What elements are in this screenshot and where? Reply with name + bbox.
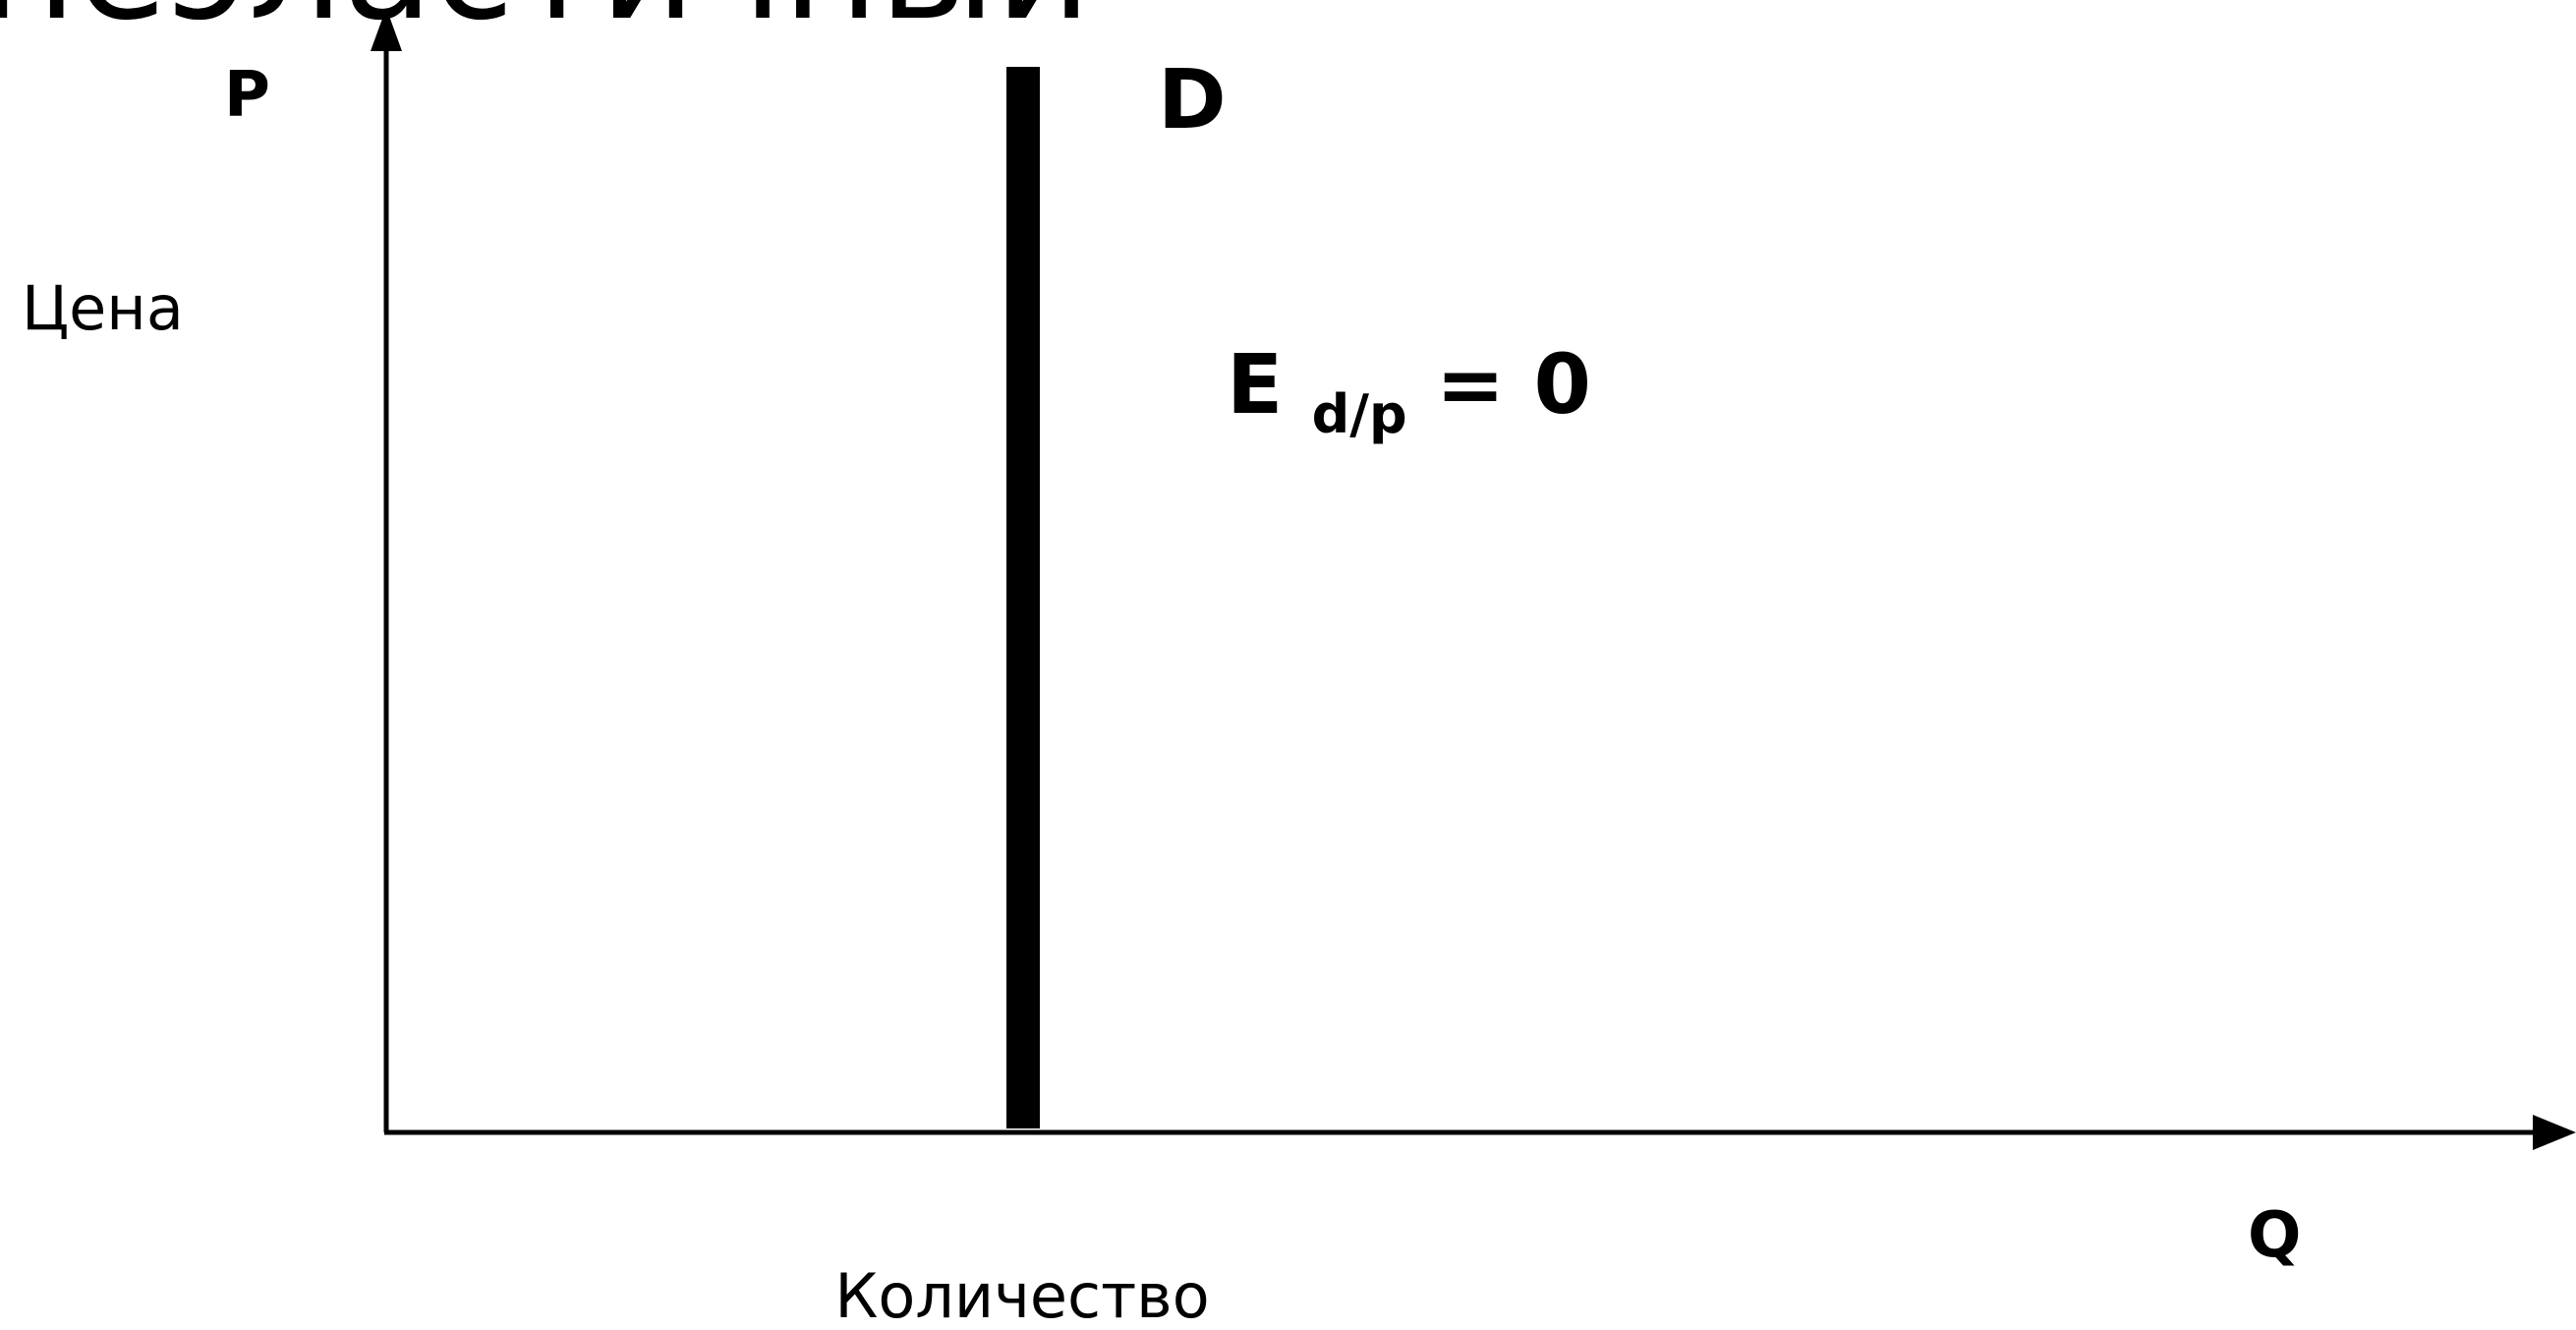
heading-fragment: неэластичный [0, 0, 1091, 53]
demand-curve-label: D [1158, 51, 1227, 147]
formula-main: E [1227, 336, 1283, 433]
elasticity-formula: E d/p = 0 [1227, 336, 1591, 452]
y-axis-symbol: P [224, 59, 270, 132]
x-axis-label: Количество [834, 1260, 1209, 1330]
x-axis-arrowhead [2533, 1115, 2576, 1150]
y-axis-arrowhead [371, 8, 402, 51]
formula-subscript: d/p [1312, 383, 1407, 445]
x-axis-symbol: Q [2248, 1199, 2301, 1272]
y-axis-label: Цена [22, 272, 184, 344]
formula-rest: = 0 [1436, 336, 1591, 433]
